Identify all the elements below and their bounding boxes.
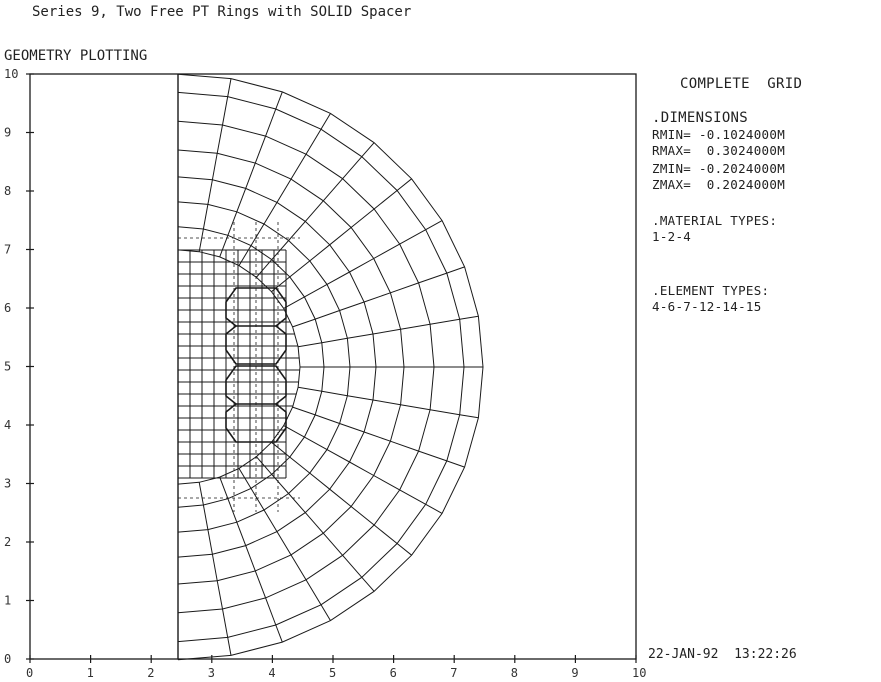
- x-tick-label: 0: [26, 666, 33, 680]
- timestamp: 22-JAN-92 13:22:26: [648, 647, 797, 662]
- element-types-value: 4-6-7-12-14-15: [652, 299, 762, 314]
- x-tick-label: 8: [511, 666, 518, 680]
- mesh-spoke: [283, 425, 443, 514]
- plot-subtitle: GEOMETRY PLOTTING: [4, 48, 148, 64]
- mesh-spoke: [256, 142, 375, 278]
- pt-ring-outline: [225, 365, 287, 443]
- dimensions-label: .DIMENSIONS: [652, 110, 749, 126]
- mesh-spoke: [292, 266, 465, 328]
- x-tick-label: 1: [87, 666, 94, 680]
- y-tick-label: 4: [4, 418, 11, 432]
- x-tick-label: 9: [571, 666, 578, 680]
- rmax-value: RMAX= 0.3024000M: [652, 143, 786, 158]
- panel-heading: COMPLETE GRID: [680, 76, 803, 92]
- zmax-value: ZMAX= 0.2024000M: [652, 177, 786, 192]
- mesh-spoke: [238, 113, 331, 266]
- mesh-spoke: [238, 468, 331, 621]
- material-types-label: .MATERIAL TYPES:: [652, 213, 778, 228]
- material-types-value: 1-2-4: [652, 229, 692, 244]
- x-tick-label: 4: [268, 666, 275, 680]
- y-tick-label: 0: [4, 652, 11, 666]
- mesh-spoke: [198, 482, 232, 656]
- y-tick-label: 1: [4, 594, 11, 608]
- element-types-label: .ELEMENT TYPES:: [652, 283, 770, 298]
- y-tick-label: 2: [4, 535, 11, 549]
- pt-ring-outline: [225, 287, 287, 365]
- mesh-spoke: [292, 406, 465, 468]
- plot-title: Series 9, Two Free PT Rings with SOLID S…: [32, 4, 412, 20]
- y-tick-label: 10: [4, 67, 18, 81]
- rmin-value: RMIN= -0.1024000M: [652, 127, 786, 142]
- y-tick-label: 9: [4, 126, 11, 140]
- y-tick-label: 7: [4, 243, 11, 257]
- mesh-spoke: [271, 441, 412, 556]
- x-tick-label: 7: [450, 666, 457, 680]
- zmin-value: ZMIN= -0.2024000M: [652, 161, 786, 176]
- y-tick-label: 8: [4, 184, 11, 198]
- mesh-spoke: [219, 476, 283, 643]
- x-tick-label: 3: [208, 666, 215, 680]
- y-tick-label: 6: [4, 301, 11, 315]
- x-tick-label: 6: [390, 666, 397, 680]
- y-tick-label: 5: [4, 360, 11, 374]
- mesh-spoke: [198, 78, 232, 252]
- mesh-spoke: [271, 178, 412, 293]
- mesh-spoke: [283, 220, 443, 309]
- mesh-spoke: [298, 315, 479, 348]
- x-tick-label: 10: [632, 666, 646, 680]
- x-tick-label: 5: [329, 666, 336, 680]
- y-tick-label: 3: [4, 477, 11, 491]
- mesh-ring: [177, 249, 301, 485]
- mesh-spoke: [219, 91, 283, 258]
- x-tick-label: 2: [147, 666, 154, 680]
- mesh-spoke: [298, 386, 479, 419]
